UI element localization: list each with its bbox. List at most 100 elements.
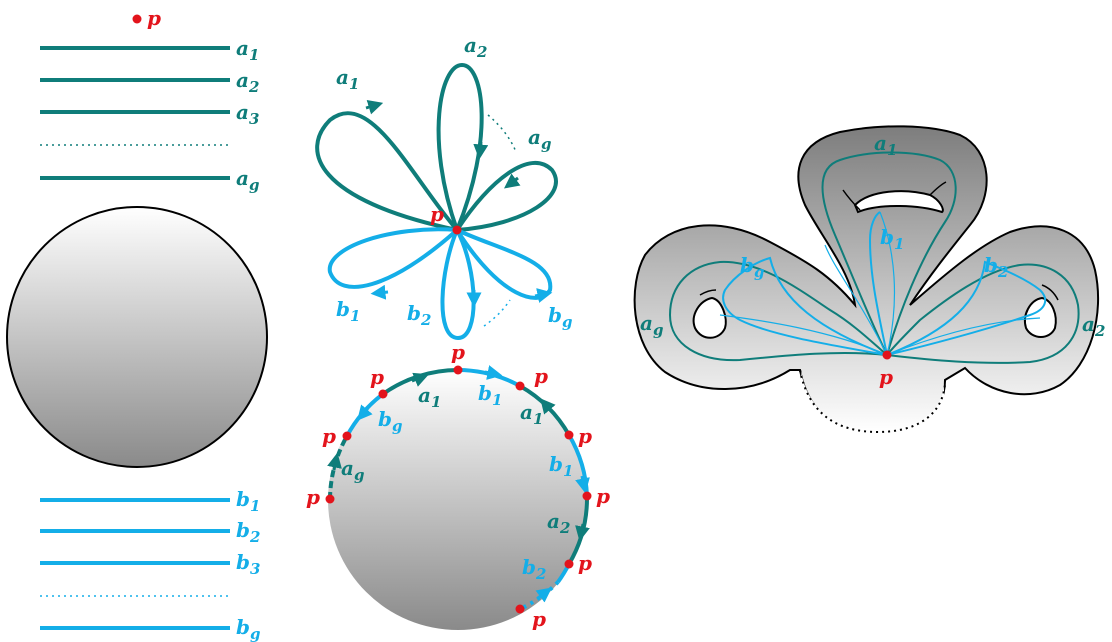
loop-b1-arrow [370,284,389,300]
bouquet-ellipsis-bottom [483,299,511,327]
vertex-label: p [451,340,465,364]
bouquet-basepoint-label: p [430,202,444,226]
vertex-label: p [534,364,548,388]
edge-label-a2: a2 [547,509,570,537]
hole-top [853,190,944,214]
edge-bg-end-arrow [535,587,552,603]
a-line-label: a2 [236,68,259,96]
loop-label-a2: a2 [464,33,487,61]
b-line-label: bg [236,615,260,642]
edge-b1-inv-arrow [575,475,590,494]
edge-label-b2: b2 [522,555,546,583]
surface-cut-edge [799,369,946,434]
loop-label-ag: ag [528,125,551,153]
loop-label-b2: b2 [407,301,431,329]
vertex-label: p [322,424,336,448]
loop-ag-arrow [504,173,521,189]
edge-b1-arrow [484,365,503,380]
vertex [325,494,335,504]
bouquet-basepoint [452,225,462,235]
surface-label-ag: ag [640,311,663,339]
vertex [342,431,352,441]
curve-bg [722,256,888,356]
a-line-label: a3 [236,100,259,128]
surface-label-bg: bg [740,253,764,281]
loop-a1-arrow [365,99,384,115]
edge-ag-arrow [327,452,342,471]
vertex [564,559,574,569]
b-line-label: b3 [236,550,260,578]
edge-a1-inv-arrow [540,398,556,415]
curve-b1-strand [824,244,888,356]
vertex [564,430,574,440]
curve-b1-back [879,211,896,356]
edge-label-a1: a1 [418,383,441,411]
disc [6,206,268,468]
loop-b2 [440,229,476,340]
edge-dotted [519,580,560,611]
loop-b1 [327,227,459,289]
a-line-label: a1 [236,36,259,64]
curve-ag [668,260,888,362]
vertex [515,381,525,391]
hole-top-rim [842,189,861,211]
vertex-label: p [306,485,320,509]
hole-right [1024,296,1057,338]
surface-label-b2: b2 [984,253,1008,281]
basepoint-label: p [147,6,161,30]
left-panel: p a1 a2 a3 ag b1 b2 b3 bg [6,6,268,642]
curve-a2 [886,263,1080,364]
loop-a2-arrow [473,141,489,160]
loop-bg-arrow [534,288,553,303]
vertex-label: p [596,484,610,508]
edge-label-bg: bg [378,407,402,435]
loop-ag [455,161,558,232]
hole-right-rim [1041,284,1059,301]
surface-label-a2: a2 [1082,312,1105,340]
edge-a2-arrow [575,523,590,542]
edge-bg-arrow [357,404,373,421]
bouquet-ellipsis-top [487,114,517,153]
curve-b1 [868,211,888,356]
hole-top-rim [929,181,947,196]
bouquet [315,63,558,340]
vertex-label: p [532,607,546,631]
curve-bg-strand [719,314,888,356]
hole-left-rim [699,289,717,296]
vertex [378,389,388,399]
surface-label-b1: b1 [880,225,904,253]
vertex-label: p [578,424,592,448]
basepoint-dot [132,14,142,24]
a-lines [40,46,230,180]
edge-ag [328,435,349,500]
surface-body [633,125,1099,434]
loop-a1 [315,111,459,232]
polygon-disc: p p p p p p p p p a1 b1 a1 b1 a2 b2 bg a… [306,340,610,631]
b-line-label: b2 [236,518,260,546]
edge-label-ag: ag [341,456,364,484]
surface-label-a1: a1 [874,131,897,159]
surface: p a1 b1 a2 b2 ag bg [633,125,1105,440]
b-lines [40,498,230,630]
holes [692,181,1059,339]
polygon-disc-fill [328,370,588,630]
edge-label-a1-inv: a1 [520,400,543,428]
loop-label-b1: b1 [336,297,360,325]
curve-b2-strand [886,317,1041,356]
vertex-label: p [578,551,592,575]
a-line-label: ag [236,166,259,194]
surface-basepoint-label: p [879,365,893,389]
vertex [582,491,592,501]
vertex-label: p [370,365,384,389]
surface-basepoint [882,350,892,360]
edge-label-b1-inv: b1 [549,452,573,480]
curve-a1 [821,151,957,356]
hole-left [692,296,727,339]
loop-label-bg: bg [548,303,572,331]
loop-label-a1: a1 [336,65,359,93]
curve-b2 [886,260,1047,356]
vertex [453,365,463,375]
edge-a1-arrow [411,372,429,387]
vertex [515,604,525,614]
